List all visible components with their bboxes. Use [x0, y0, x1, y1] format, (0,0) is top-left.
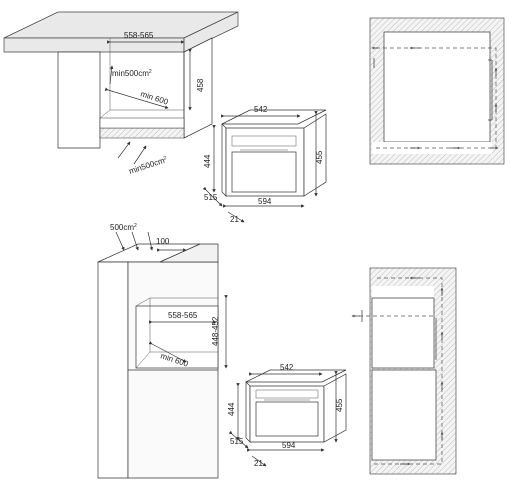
- oven-depth-label: 515: [204, 193, 218, 202]
- niche-height-label: 458: [196, 78, 205, 92]
- oven2-top-face: [245, 369, 347, 383]
- tall-cabinet-left-side: [97, 261, 129, 479]
- oven2-door-glass: [255, 401, 319, 437]
- cabinet-left-panel: [57, 51, 101, 149]
- oven-front-thickness-label: 21: [230, 215, 239, 224]
- oven2-front-thickness-label: 21: [254, 459, 263, 468]
- oven2-control-panel: [255, 389, 319, 399]
- oven-width-label: 542: [254, 105, 268, 114]
- oven-body-side: [221, 123, 227, 197]
- tall-airflow-path: [374, 277, 443, 465]
- oven2-body-side: [245, 381, 251, 443]
- tall-vent-area-label: 500cm2: [110, 223, 137, 232]
- oven-door-glass: [231, 151, 297, 193]
- countertop-front: [3, 37, 185, 53]
- oven-front-width-label: 594: [258, 197, 272, 206]
- under-counter-niche-diagram: 558-565 458 min500cm2 min 600 min500cm2: [3, 11, 239, 176]
- oven-dimension-drawing-bottom: 542 444 455 515 594 21: [227, 363, 347, 468]
- airflow-path: [376, 47, 497, 149]
- section-oven-cavity: [383, 31, 491, 143]
- oven2-depth-label: 515: [230, 437, 244, 446]
- tall-cabinet-diagram: 500cm2 100 558-565 448-452 min 600: [97, 223, 228, 479]
- oven2-outer-height-label: 455: [335, 398, 344, 412]
- airflow-section-top: [369, 17, 505, 165]
- oven-control-panel: [231, 135, 297, 147]
- tall-niche-width-label: 558-565: [168, 311, 198, 320]
- oven-front-frame: [225, 127, 305, 197]
- oven2-inner-height-label: 444: [227, 402, 236, 416]
- intake-area-label: min500cm2: [128, 155, 169, 176]
- tall-gap-label: 100: [156, 237, 170, 246]
- tall-niche-height-label: 448-452: [211, 316, 220, 346]
- oven2-front-frame: [249, 385, 325, 443]
- oven-inner-height-label: 444: [203, 154, 212, 168]
- oven-dimension-drawing-top: 542 444 455 515 594 21: [202, 105, 327, 224]
- bottom-vent-grille: [99, 127, 185, 139]
- tall-section-lower-cabinet: [371, 369, 437, 461]
- vent-area-label: min500cm2: [112, 69, 152, 78]
- tall-section-oven-cavity: [371, 297, 435, 369]
- oven2-width-label: 542: [280, 363, 294, 372]
- oven-top-face: [221, 109, 327, 125]
- oven2-front-width-label: 594: [282, 441, 296, 450]
- oven-outer-height-label: 455: [315, 150, 324, 164]
- niche-width-label: 558-565: [124, 31, 154, 40]
- airflow-section-bottom: [351, 267, 457, 475]
